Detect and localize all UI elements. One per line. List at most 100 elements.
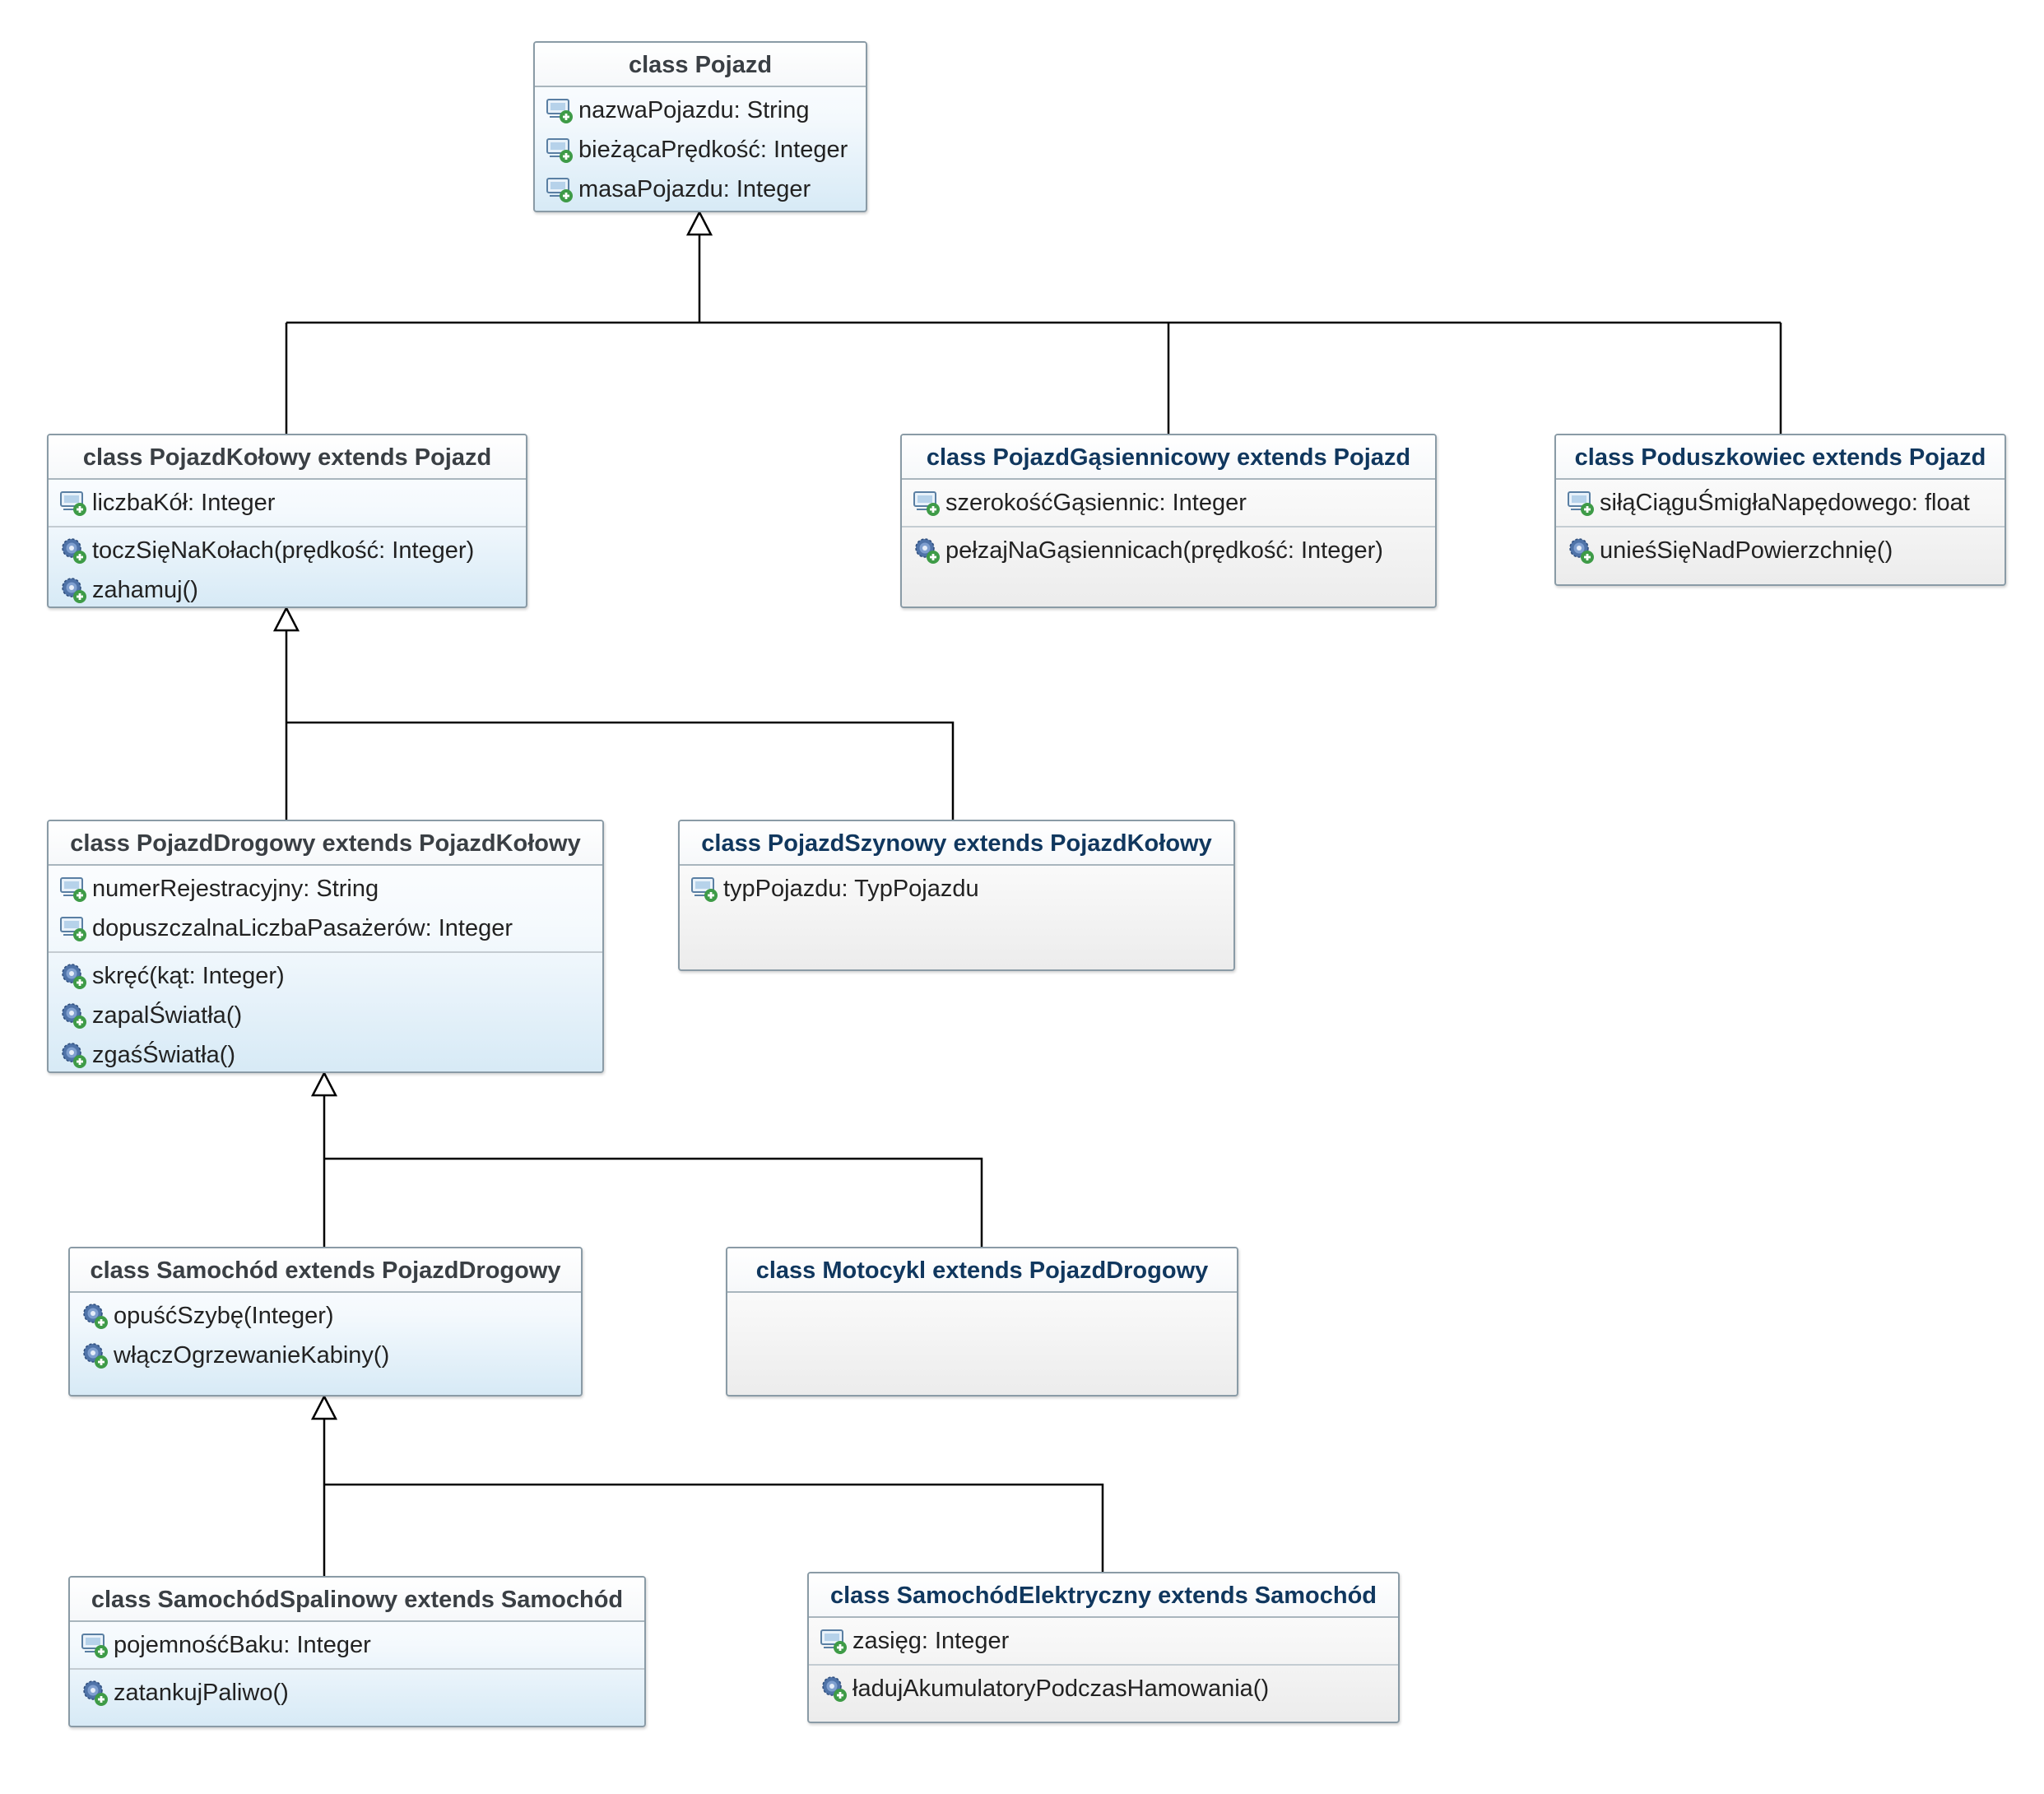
method-label: zatankujPaliwo() [114,1679,289,1706]
attributes-section: nazwaPojazdu: String bieżącaPrędkość: In… [535,87,866,211]
class-name: class Samochód extends PojazdDrogowy [70,1248,581,1293]
attribute-row[interactable]: typPojazdu: TypPojazdu [680,869,1233,909]
method-row[interactable]: unieśSięNadPowierzchnię() [1556,531,2005,570]
methods-section: unieśSięNadPowierzchnię() [1556,526,2005,574]
field-icon [913,489,941,517]
class-name: class Motocykl extends PojazdDrogowy [727,1248,1237,1293]
field-icon [690,875,718,903]
class-box-poduszkowiec[interactable]: class Poduszkowiec extends Pojazd siłąCi… [1554,434,2006,586]
field-icon [546,175,574,203]
generalization-arrowhead [310,1071,338,1097]
method-gear-icon [81,1679,109,1707]
attributes-section: liczbaKół: Integer [49,480,526,526]
method-label: pełzajNaGąsiennicach(prędkość: Integer) [945,537,1383,564]
attribute-row[interactable]: bieżącaPrędkość: Integer [535,130,866,170]
class-box-pojazd-gasiennicowy[interactable]: class PojazdGąsiennicowy extends Pojazd … [900,434,1437,608]
methods-section: skręć(kąt: Integer) zapalŚwiatła() zgaśŚ… [49,951,602,1071]
field-icon [59,489,87,517]
inheritance-line [324,1483,1104,1572]
methods-section: toczSięNaKołach(prędkość: Integer) zaham… [49,526,526,607]
method-gear-icon [820,1675,848,1703]
method-row[interactable]: zgaśŚwiatła() [49,1035,602,1071]
method-gear-icon [913,537,941,565]
class-box-pojazd[interactable]: class Pojazd nazwaPojazdu: String bieżąc… [533,41,867,212]
method-row[interactable]: zapalŚwiatła() [49,996,602,1035]
field-icon [59,875,87,903]
attribute-row[interactable]: masaPojazdu: Integer [535,170,866,209]
class-box-pojazd-drogowy[interactable]: class PojazdDrogowy extends PojazdKołowy… [47,820,604,1073]
method-row[interactable]: toczSięNaKołach(prędkość: Integer) [49,531,526,570]
attribute-row[interactable]: pojemnośćBaku: Integer [70,1625,644,1665]
method-gear-icon [59,962,87,990]
field-icon [59,914,87,942]
attribute-label: zasięg: Integer [852,1627,1010,1654]
attribute-row[interactable]: nazwaPojazdu: String [535,91,866,130]
class-name: class SamochódElektryczny extends Samoch… [809,1573,1398,1618]
class-name: class SamochódSpalinowy extends Samochód [70,1578,644,1622]
class-box-pojazd-szynowy[interactable]: class PojazdSzynowy extends PojazdKołowy… [678,820,1235,971]
method-row[interactable]: ładujAkumulatoryPodczasHamowania() [809,1669,1398,1708]
attributes-section: pojemnośćBaku: Integer [70,1622,644,1668]
attribute-label: bieżącaPrędkość: Integer [578,136,848,163]
attribute-row[interactable]: dopuszczalnaLiczbaPasażerów: Integer [49,909,602,948]
attribute-row[interactable]: liczbaKół: Integer [49,483,526,523]
attribute-label: dopuszczalnaLiczbaPasażerów: Integer [92,914,513,941]
method-label: zapalŚwiatła() [92,1002,243,1029]
field-icon [1567,489,1595,517]
method-row[interactable]: zatankujPaliwo() [70,1673,644,1713]
method-label: zahamuj() [92,576,198,603]
method-label: włączOgrzewanieKabiny() [114,1341,390,1369]
method-row[interactable]: skręć(kąt: Integer) [49,956,602,996]
attribute-label: nazwaPojazdu: String [578,96,810,123]
method-label: unieśSięNadPowierzchnię() [1600,537,1893,564]
generalization-arrowhead [310,1394,338,1420]
method-gear-icon [59,1002,87,1029]
method-gear-icon [81,1341,109,1369]
attribute-label: szerokośćGąsiennic: Integer [945,489,1247,516]
methods-section: zatankujPaliwo() [70,1668,644,1716]
methods-section: opuśćSzybę(Integer) włączOgrzewanieKabin… [70,1293,581,1378]
field-icon [546,136,574,164]
method-row[interactable]: włączOgrzewanieKabiny() [70,1336,581,1375]
method-row[interactable]: pełzajNaGąsiennicach(prędkość: Integer) [902,531,1435,570]
attribute-label: pojemnośćBaku: Integer [114,1631,371,1658]
class-name: class Poduszkowiec extends Pojazd [1556,435,2005,480]
inheritance-line [286,721,955,820]
method-label: skręć(kąt: Integer) [92,962,285,989]
class-box-motocykl[interactable]: class Motocykl extends PojazdDrogowy [726,1247,1238,1397]
method-label: ładujAkumulatoryPodczasHamowania() [852,1675,1270,1702]
methods-section: ładujAkumulatoryPodczasHamowania() [809,1664,1398,1712]
field-icon [546,96,574,124]
attribute-row[interactable]: numerRejestracyjny: String [49,869,602,909]
attribute-row[interactable]: szerokośćGąsiennic: Integer [902,483,1435,523]
methods-section: pełzajNaGąsiennicach(prędkość: Integer) [902,526,1435,574]
attributes-section: siłąCiąguŚmigłaNapędowego: float [1556,480,2005,526]
method-gear-icon [81,1302,109,1330]
method-gear-icon [59,1041,87,1069]
class-box-samochod-spalinowy[interactable]: class SamochódSpalinowy extends Samochód… [68,1576,646,1727]
class-name: class PojazdSzynowy extends PojazdKołowy [680,821,1233,866]
method-label: toczSięNaKołach(prędkość: Integer) [92,537,475,564]
attributes-section: szerokośćGąsiennic: Integer [902,480,1435,526]
class-box-pojazd-kolowy[interactable]: class PojazdKołowy extends Pojazd liczba… [47,434,527,608]
class-box-samochod[interactable]: class Samochód extends PojazdDrogowy opu… [68,1247,583,1397]
method-row[interactable]: opuśćSzybę(Integer) [70,1296,581,1336]
attribute-row[interactable]: siłąCiąguŚmigłaNapędowego: float [1556,483,2005,523]
method-label: opuśćSzybę(Integer) [114,1302,334,1329]
attribute-row[interactable]: zasięg: Integer [809,1621,1398,1661]
method-row[interactable]: zahamuj() [49,570,526,607]
class-box-samochod-elektryczny[interactable]: class SamochódElektryczny extends Samoch… [807,1572,1400,1723]
attribute-label: masaPojazdu: Integer [578,175,811,202]
attribute-label: typPojazdu: TypPojazdu [723,875,979,902]
attribute-label: numerRejestracyjny: String [92,875,379,902]
generalization-arrowhead [272,606,300,632]
generalization-arrowhead [685,210,713,236]
class-name: class PojazdDrogowy extends PojazdKołowy [49,821,602,866]
attributes-section: zasięg: Integer [809,1618,1398,1664]
class-name: class PojazdGąsiennicowy extends Pojazd [902,435,1435,480]
attribute-label: siłąCiąguŚmigłaNapędowego: float [1600,489,1970,516]
inheritance-line [324,1157,983,1247]
method-gear-icon [59,576,87,604]
